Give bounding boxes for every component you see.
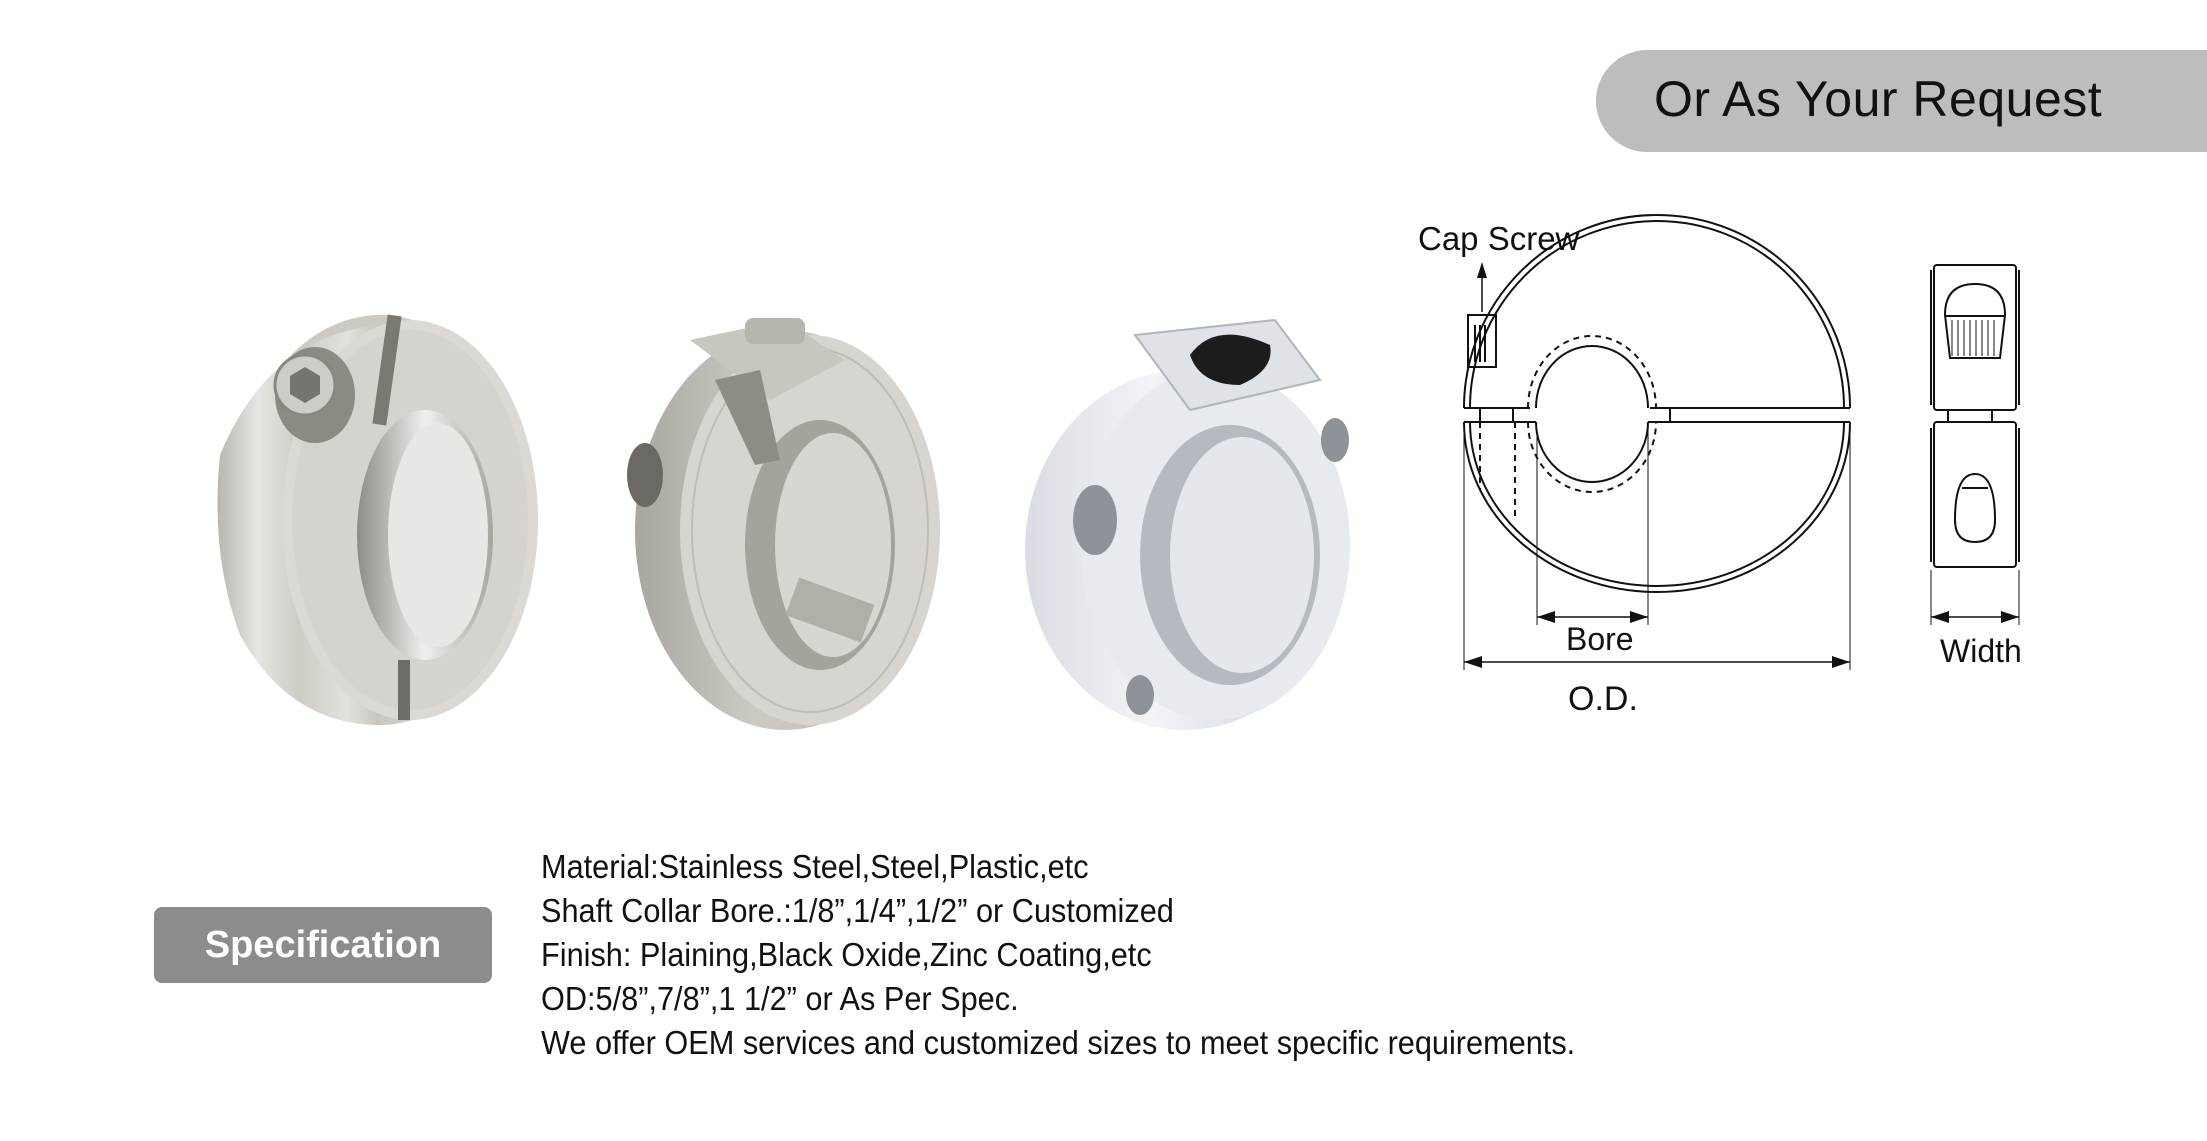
spec-od: OD:5/8”,7/8”,1 1/2” or As Per Spec. <box>541 980 1019 1017</box>
collar-dimension-diagram: Cap Screw Bore O.D. <box>1418 214 2022 718</box>
width-label: Width <box>1940 633 2022 669</box>
specification-badge: Specification <box>154 907 492 983</box>
spec-oem-note: We offer OEM services and customized siz… <box>541 1024 1576 1061</box>
product-photo-zinc <box>1025 318 1350 730</box>
product-photo-stainless-2 <box>627 318 940 730</box>
request-banner-title: Or As Your Request <box>1654 71 2103 127</box>
spec-material: Material:Stainless Steel,Steel,Plastic,e… <box>541 848 1089 885</box>
spec-finish: Finish: Plaining,Black Oxide,Zinc Coatin… <box>541 936 1152 973</box>
bore-label: Bore <box>1566 621 1634 657</box>
cap-screw-label: Cap Screw <box>1418 220 1580 257</box>
spec-bore: Shaft Collar Bore.:1/8”,1/4”,1/2” or Cus… <box>541 892 1174 929</box>
od-label: O.D. <box>1568 680 1638 718</box>
request-banner: Or As Your Request <box>1596 50 2207 152</box>
specification-badge-label: Specification <box>204 924 442 966</box>
specification-list: Material:Stainless Steel,Steel,Plastic,e… <box>541 845 1653 1065</box>
product-photo-stainless-1 <box>217 314 538 725</box>
